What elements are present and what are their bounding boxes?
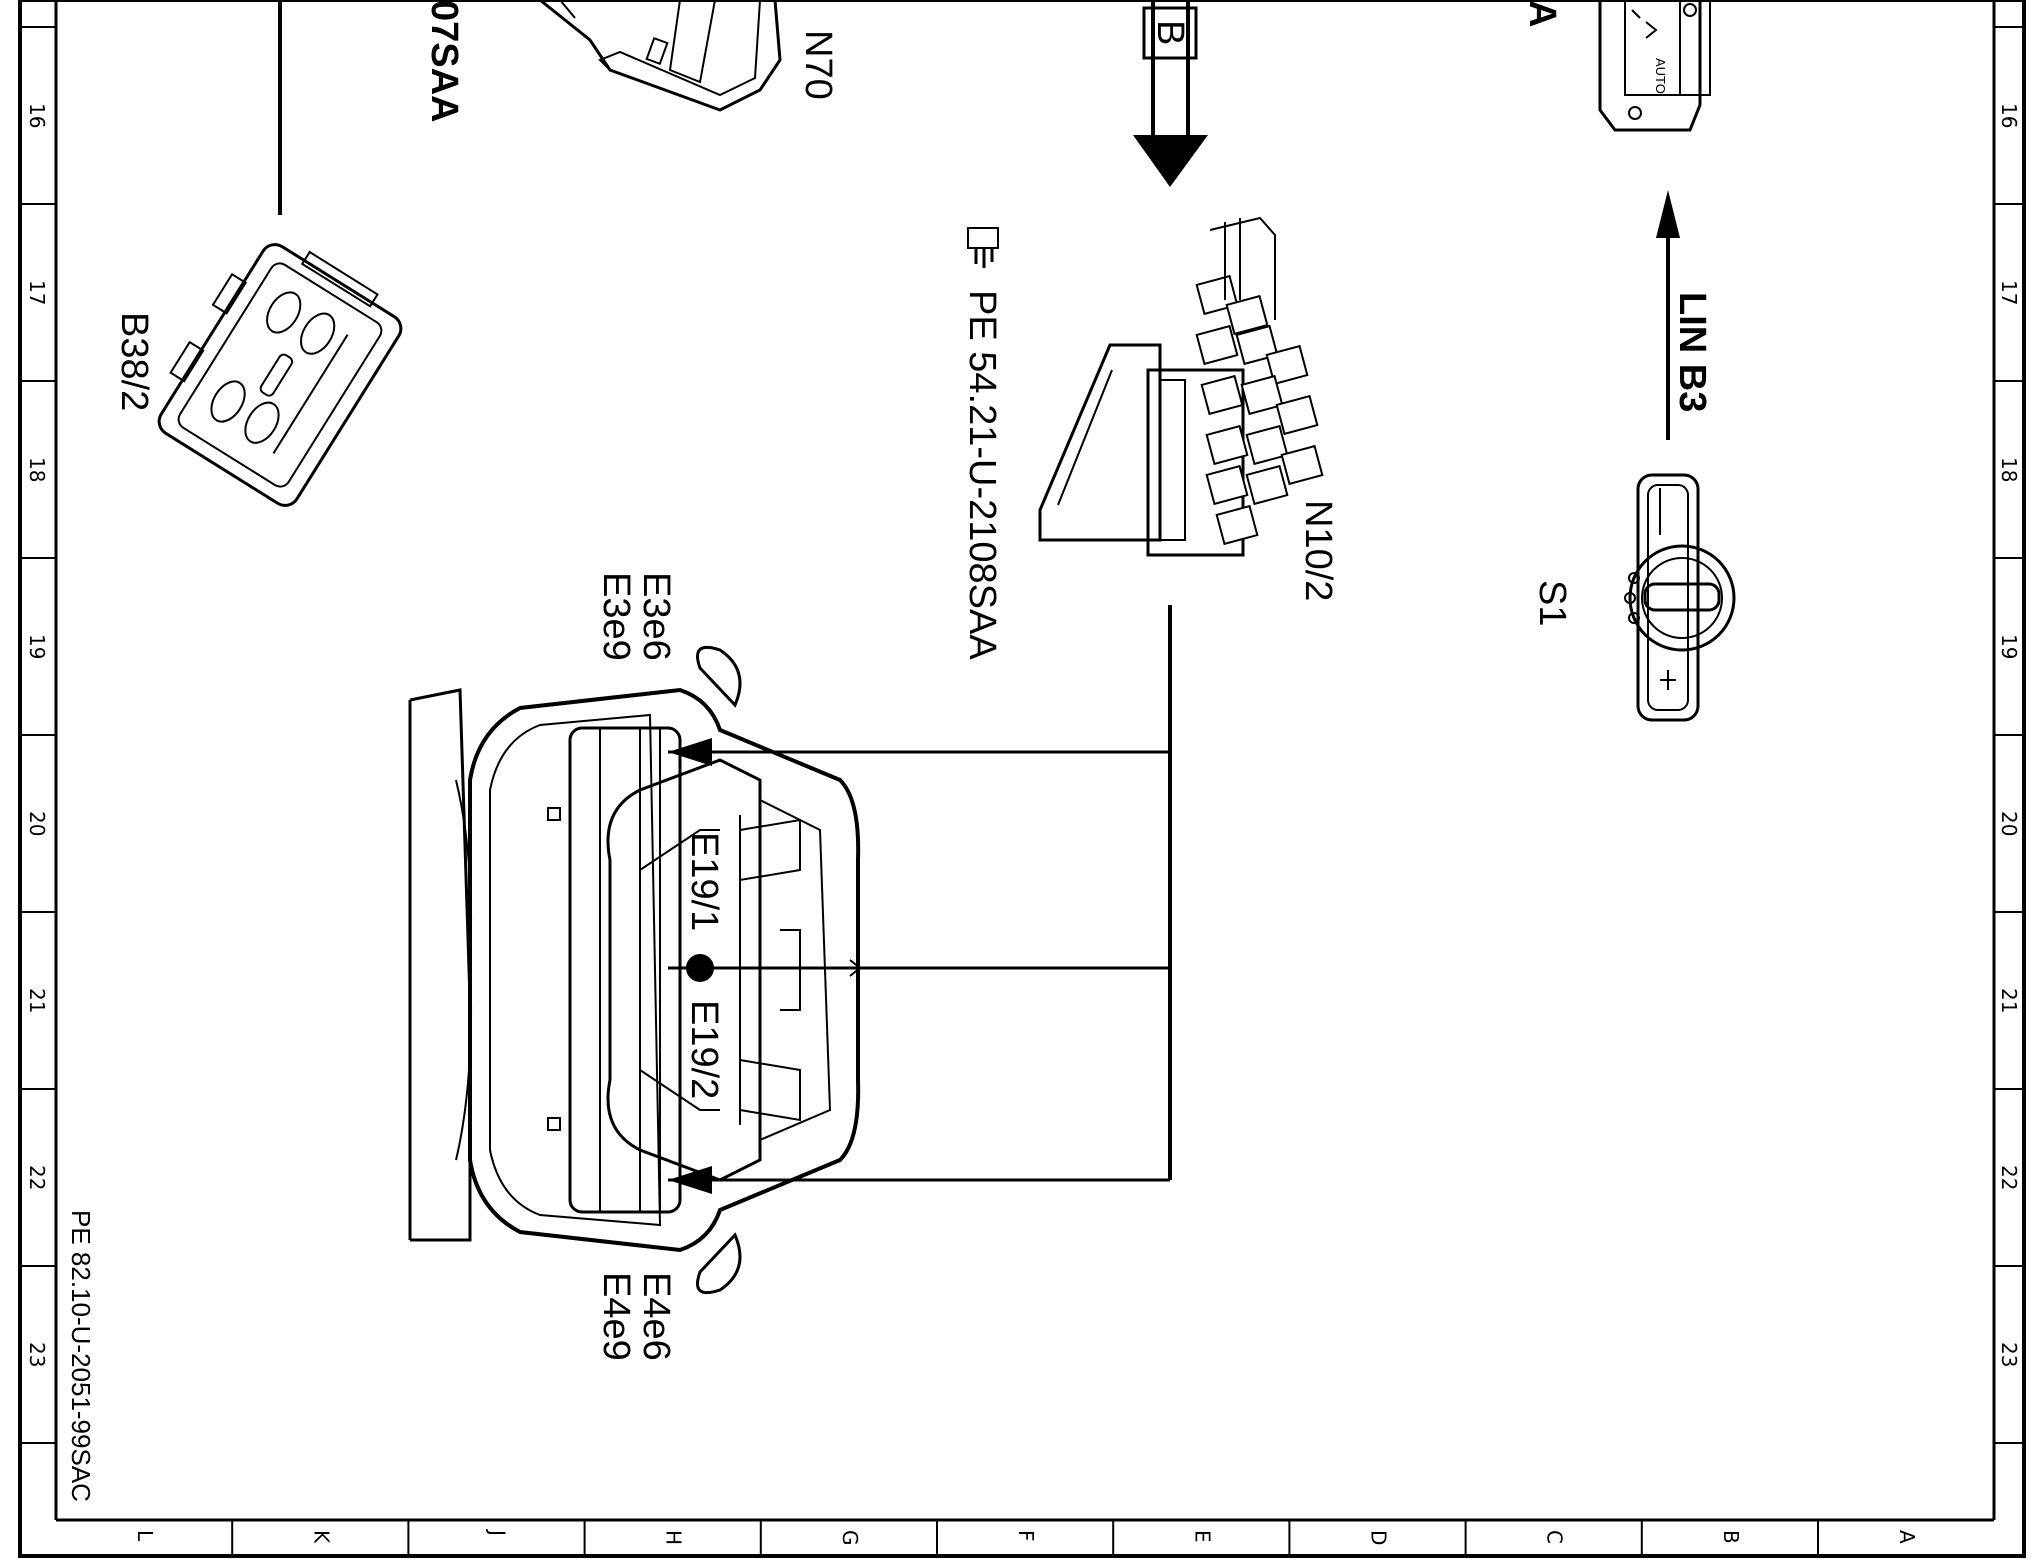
- column-label-right: 16: [1997, 103, 2021, 128]
- column-label-right: 20: [1997, 811, 2021, 836]
- row-label: A: [1895, 1530, 1919, 1544]
- column-label-right: 17: [1997, 280, 2021, 305]
- row-label: F: [1014, 1530, 1038, 1542]
- switch-module-component: [1598, 0, 1711, 132]
- n70-component: [539, 0, 782, 112]
- column-label-left: 21: [25, 988, 49, 1013]
- column-label-left: 18: [25, 457, 49, 482]
- label-e19-2: E19/2: [683, 1000, 725, 1099]
- vehicle-front-view: [408, 645, 862, 1295]
- partial-label-07saa: 07SAA: [423, 0, 465, 123]
- b38-2-component: [157, 243, 403, 507]
- label-e19-1: E19/1: [683, 832, 725, 931]
- row-label: K: [309, 1530, 333, 1544]
- label-n10-2: N10/2: [1297, 500, 1339, 601]
- column-label-right: 22: [1997, 1165, 2021, 1190]
- column-label-left: 20: [25, 811, 49, 836]
- row-label: D: [1367, 1530, 1391, 1545]
- connector-b-arrow: [1133, 0, 1208, 187]
- s1-component: [1624, 473, 1736, 722]
- column-label-right: 18: [1997, 457, 2021, 482]
- row-label: E: [1190, 1530, 1214, 1543]
- column-label-left: 19: [25, 634, 49, 659]
- column-label-left: 17: [25, 280, 49, 305]
- hand-pointer-icon: [967, 227, 999, 268]
- label-b38-2: B38/2: [113, 312, 155, 411]
- column-label-left: 22: [25, 1165, 49, 1190]
- lin-b3-arrow: [1656, 190, 1680, 440]
- row-label: H: [662, 1530, 686, 1545]
- column-label-right: 23: [1997, 1342, 2021, 1367]
- column-label-right: 19: [1997, 634, 2021, 659]
- column-labels: 16 16 17 17 18 18 19 19 20 20 21 21 22 22 23 23: [25, 103, 2021, 1367]
- row-label: L: [133, 1530, 157, 1542]
- connector-badge-b: B: [1149, 20, 1191, 45]
- n10-2-component: [1038, 216, 1324, 557]
- headlamp-wiring: [668, 605, 1172, 1194]
- row-label: B: [1719, 1530, 1743, 1544]
- bottom-grid-ticks: [231, 1520, 1819, 1556]
- bus-label-lin-b3: LIN B3: [1671, 292, 1713, 412]
- label-s1: S1: [1531, 580, 1573, 626]
- row-label: J: [486, 1528, 510, 1536]
- label-e3e6: E3e6: [635, 572, 677, 661]
- drawing-frame: [18, 0, 2026, 1558]
- drawing-number: PE 82.10-U-2051-99SAC: [66, 1210, 96, 1502]
- right-grid-ticks: [1994, 26, 2024, 1444]
- column-label-left: 23: [25, 1342, 49, 1367]
- auto-label: AUTO: [1653, 58, 1668, 94]
- label-n70: N70: [797, 30, 839, 100]
- label-e3e9: E3e9: [595, 572, 637, 661]
- label-e4e9: E4e9: [595, 1272, 637, 1361]
- left-grid-ticks: [20, 26, 56, 1444]
- column-label-left: 16: [25, 103, 49, 128]
- row-label: C: [1543, 1530, 1567, 1544]
- partial-label-a: A: [1521, 0, 1563, 27]
- reference-note: PE 54.21-U-2108SAA: [961, 290, 1003, 660]
- label-e4e6: E4e6: [635, 1272, 677, 1361]
- column-label-right: 21: [1997, 988, 2021, 1013]
- row-label: G: [838, 1530, 862, 1546]
